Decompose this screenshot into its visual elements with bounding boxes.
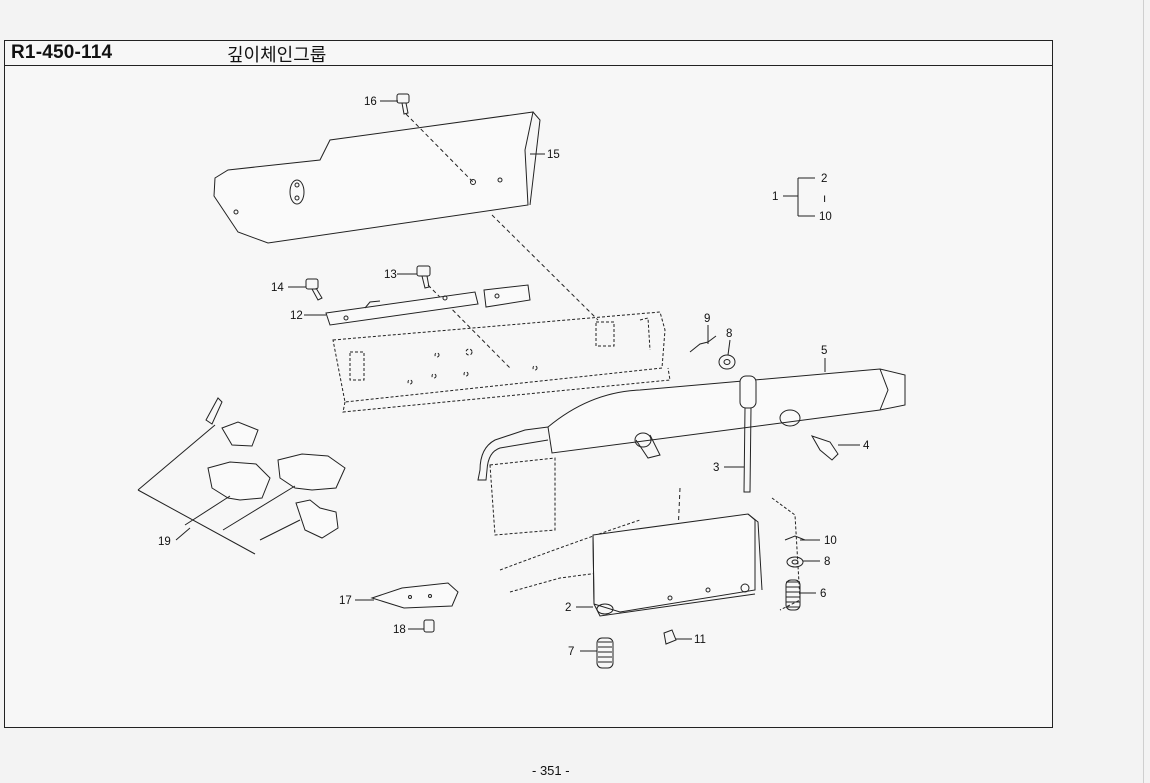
- part-2-base-bracket: [592, 513, 763, 617]
- part-9-spring: [689, 335, 717, 353]
- callout-19: 19: [158, 536, 171, 548]
- part-16-screw: [396, 93, 410, 115]
- callout-1: 1: [772, 191, 778, 203]
- callout-14: 14: [271, 282, 284, 294]
- callout-10-bottom: 10: [824, 535, 837, 547]
- part-6-spring: [785, 579, 801, 611]
- callout-11: 11: [694, 634, 706, 646]
- callout-labels: 1 2 ı 10 16 15 13 14 12 9 8 5 4 3 10 8 6…: [158, 96, 870, 658]
- part-8-washer-bottom: [786, 556, 804, 568]
- part-7-spring: [596, 637, 614, 669]
- page-number: - 351 -: [532, 763, 570, 778]
- callout-10-top: 10: [819, 211, 832, 223]
- part-11-screw: [663, 629, 677, 645]
- callout-range-mark: ı: [823, 193, 826, 205]
- callout-3: 3: [713, 462, 719, 474]
- part-4-pin: [810, 435, 839, 461]
- part-13-screw: [416, 265, 431, 289]
- callout-8-bottom: 8: [824, 556, 830, 568]
- part-3-rod: [739, 375, 757, 493]
- callout-12: 12: [290, 310, 303, 322]
- callout-7: 7: [568, 646, 574, 658]
- part-10-spring: [784, 535, 806, 541]
- callout-leaders: [175, 100, 860, 652]
- part-17-pointer: [370, 582, 459, 609]
- part-19-chain-links: [137, 397, 346, 555]
- scan-edge-line: [1143, 0, 1144, 783]
- callout-9: 9: [704, 313, 710, 325]
- callout-16: 16: [364, 96, 377, 108]
- callout-4: 4: [863, 440, 870, 452]
- part-18-screw: [423, 619, 435, 633]
- part-14-screw: [305, 278, 323, 301]
- callout-2-bottom: 2: [565, 602, 571, 614]
- part-8-washer-top: [718, 354, 736, 370]
- part-5-lever: [477, 368, 906, 481]
- callout-17: 17: [339, 595, 352, 607]
- part-group-title: 깊이체인그룹: [227, 45, 327, 66]
- diagram-sheet: R1-450-114 깊이체인그룹: [4, 40, 1053, 728]
- callout-6: 6: [820, 588, 826, 600]
- part-15-top-cover: [213, 111, 541, 244]
- part-12-bracket: [325, 284, 531, 326]
- callout-5: 5: [821, 345, 827, 357]
- sheet-header: R1-450-114 깊이체인그룹: [5, 41, 1052, 66]
- callout-15: 15: [547, 149, 560, 161]
- callout-2-top: 2: [821, 173, 827, 185]
- callout-8-top: 8: [726, 328, 732, 340]
- part-group-code: R1-450-114: [11, 42, 113, 63]
- callout-13: 13: [384, 269, 397, 281]
- callout-18: 18: [393, 624, 406, 636]
